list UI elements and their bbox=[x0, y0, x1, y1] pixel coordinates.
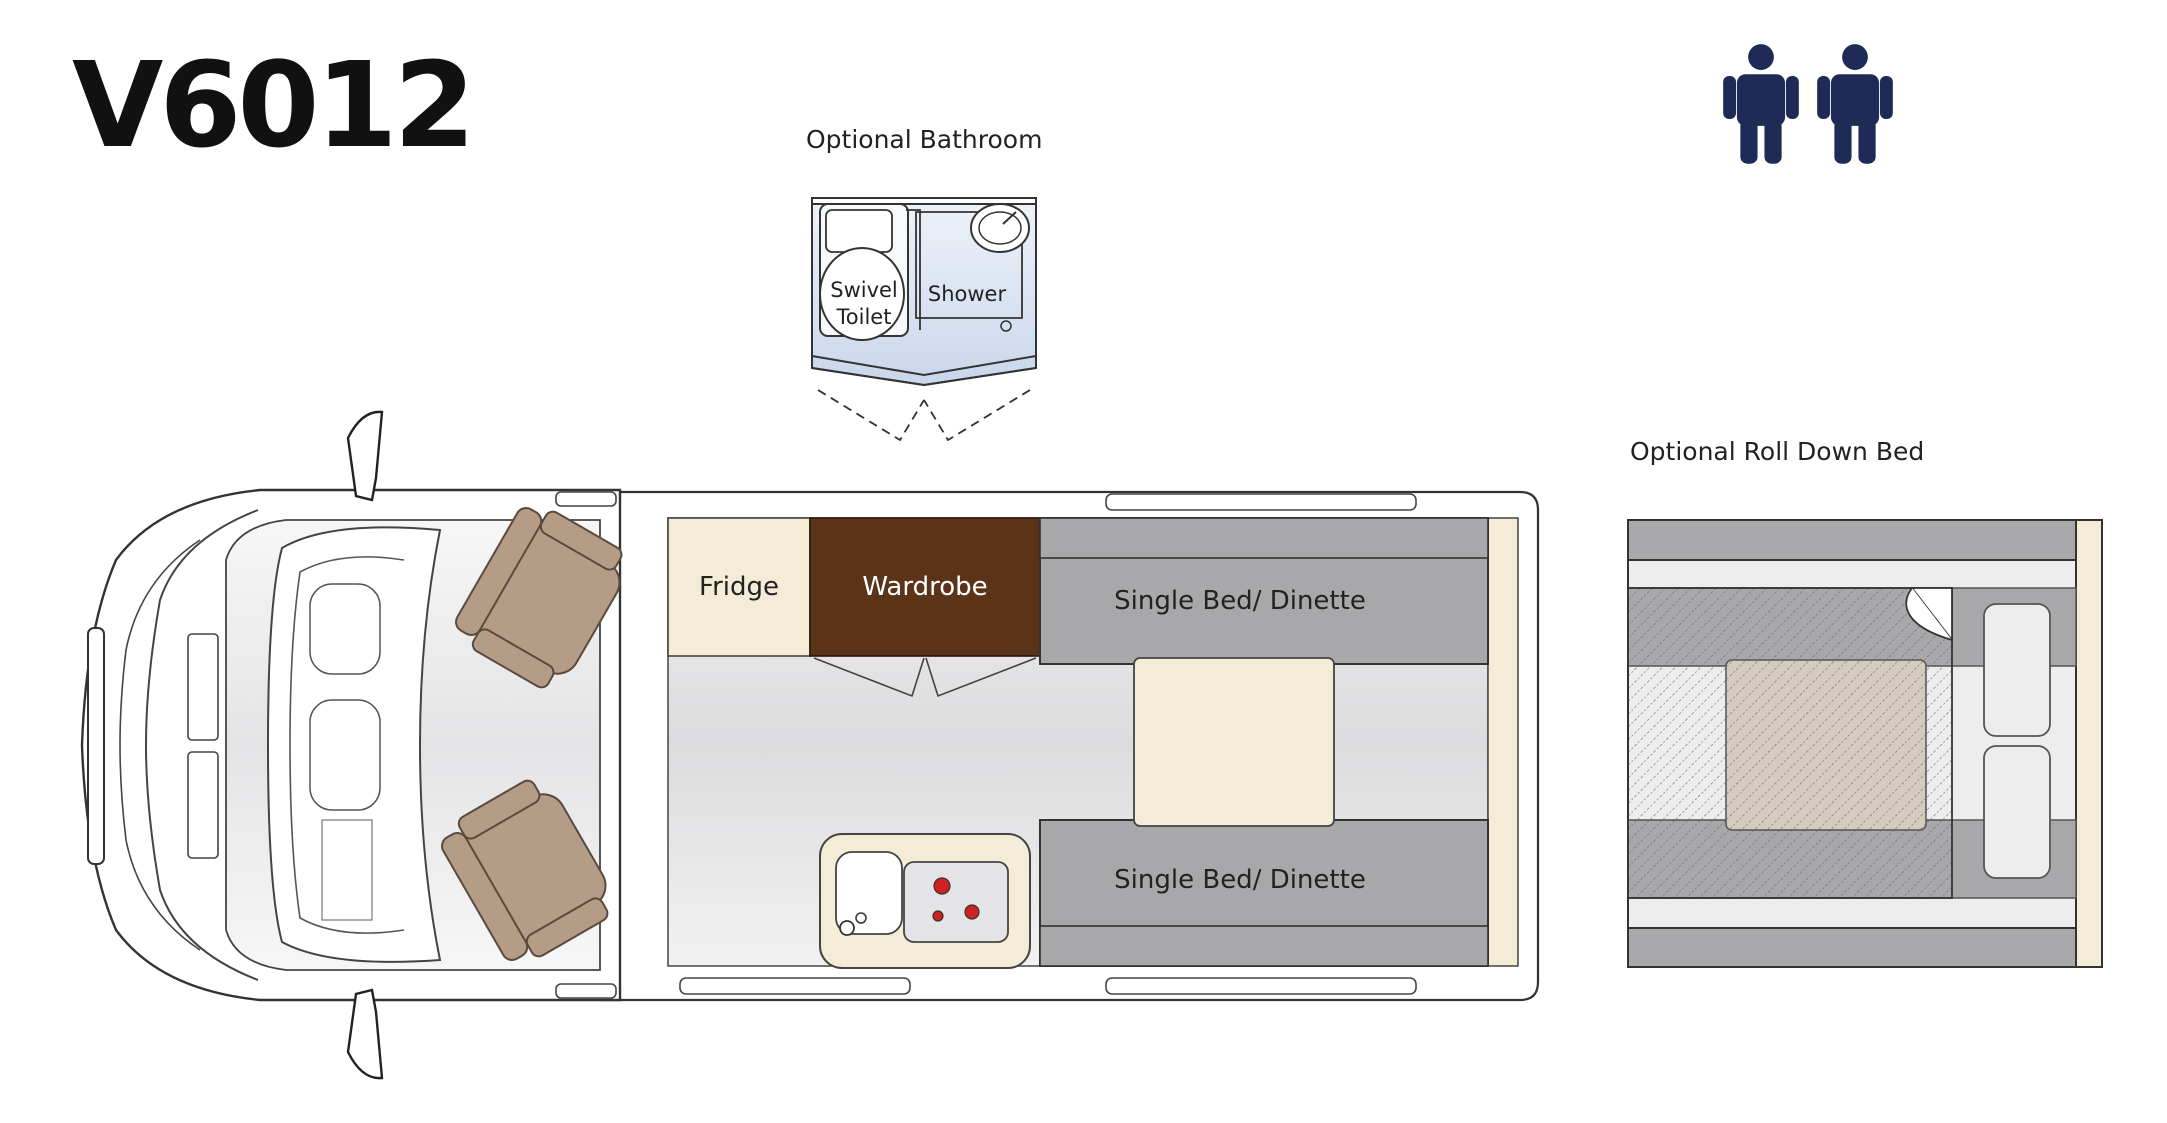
single-bed-bottom-label: Single Bed/ Dinette bbox=[1114, 865, 1366, 895]
dinette-table bbox=[1133, 657, 1335, 827]
model-title: V6012 bbox=[72, 36, 472, 174]
swivel-label: Swivel bbox=[830, 278, 898, 302]
single-bed-top-label: Single Bed/ Dinette bbox=[1114, 586, 1366, 616]
person-icon bbox=[1817, 44, 1893, 164]
optional-bathroom-label: Optional Bathroom bbox=[806, 125, 1042, 154]
fridge bbox=[667, 517, 811, 657]
fridge-label: Fridge bbox=[699, 572, 779, 602]
van-floorplan: Fridge Wardrobe Single Bed/ Dinette Sing… bbox=[80, 410, 1540, 1080]
swivel-seat-icon bbox=[455, 507, 623, 689]
wardrobe-label: Wardrobe bbox=[862, 572, 987, 602]
tap-icon bbox=[839, 920, 855, 936]
optional-roll-down-bed-label: Optional Roll Down Bed bbox=[1630, 437, 1924, 466]
toilet-label: Toilet bbox=[836, 305, 892, 329]
burner-icon bbox=[933, 877, 951, 895]
mirror-icon bbox=[346, 410, 384, 502]
toilet-icon bbox=[819, 247, 905, 341]
kitchen-unit bbox=[819, 833, 1031, 969]
burner-icon bbox=[964, 904, 980, 920]
mirror-icon bbox=[346, 988, 384, 1080]
optional-bathroom-plan: Swivel Toilet Shower bbox=[811, 197, 1037, 442]
person-icon bbox=[1723, 44, 1799, 164]
wardrobe bbox=[809, 517, 1041, 657]
shower-label: Shower bbox=[928, 282, 1007, 306]
roll-down-bed-plan bbox=[1627, 519, 2103, 968]
burner-icon bbox=[932, 910, 944, 922]
occupancy-icons bbox=[1723, 44, 1893, 164]
swivel-seat-icon bbox=[441, 779, 609, 961]
